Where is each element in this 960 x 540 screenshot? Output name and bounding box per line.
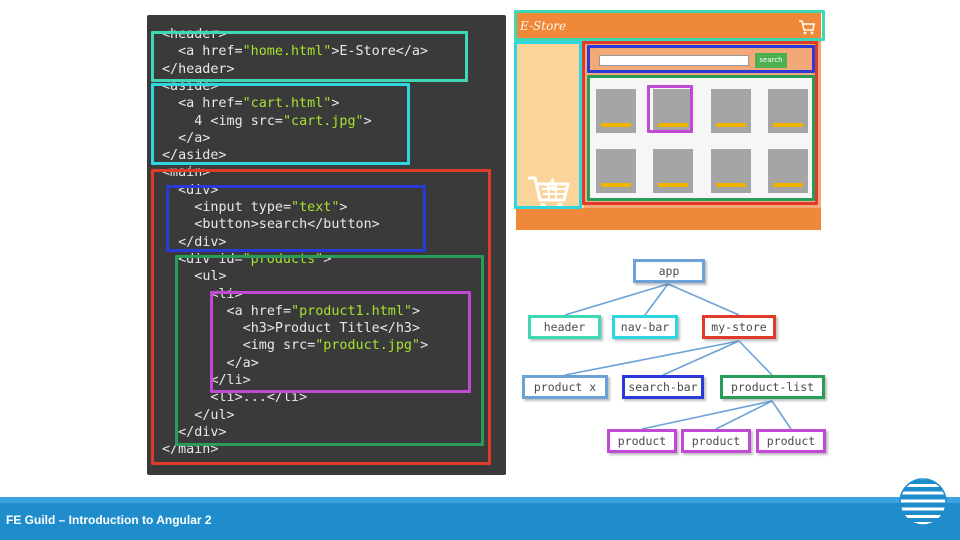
code-line: <a href="cart.html">: [178, 95, 339, 112]
storefront-mockup: E-Store 4 search: [514, 10, 825, 230]
tree-node-nav-bar: nav-bar: [612, 315, 678, 339]
store-aside-highlight: [514, 41, 582, 209]
code-line: </a>: [178, 130, 210, 147]
code-line: <a href="product1.html">: [227, 303, 421, 320]
code-line: <button>search</button>: [194, 216, 379, 233]
product-title-bar: [716, 183, 746, 187]
store-footer: [516, 208, 821, 230]
main-highlight: [151, 169, 491, 465]
code-token: <li>...</li>: [210, 390, 308, 406]
tree-node-product: product: [607, 429, 677, 453]
code-line: <h3>Product Title</h3>: [243, 320, 420, 337]
products-div-highlight: [175, 255, 484, 446]
footer-title: FE Guild – Introduction to Angular 2: [6, 513, 212, 527]
code-line: <input type="text">: [194, 199, 347, 216]
tree-node-product-list: product-list: [720, 375, 825, 399]
code-token: <a href=: [226, 303, 292, 319]
code-token: <h3>Product Title</h3>: [242, 321, 421, 337]
code-token: <li>: [210, 286, 243, 302]
code-token: >: [339, 200, 348, 215]
code-token: </a>: [178, 130, 211, 146]
code-token: >: [420, 338, 429, 354]
cart-icon-small: [799, 20, 815, 35]
cart-count: 4: [546, 176, 557, 196]
code-line: <img src="product.jpg">: [243, 337, 428, 354]
tree-node-app: app: [633, 259, 705, 283]
store-header-highlight: [514, 10, 825, 41]
product-title-bar: [716, 123, 746, 127]
code-line: </a>: [227, 355, 259, 372]
code-string: "home.html": [242, 44, 332, 60]
code-token: 4 <img src=: [194, 113, 283, 129]
att-globe-logo: [899, 478, 947, 526]
store-header: E-Store: [516, 13, 821, 42]
aside-highlight: [151, 83, 410, 165]
code-token: <a href=: [178, 44, 243, 60]
code-line: </aside>: [162, 147, 227, 164]
code-token: <input type=: [194, 200, 292, 215]
code-line: </header>: [162, 61, 235, 78]
code-line: <aside>: [162, 78, 218, 95]
search-div-highlight: [166, 185, 426, 252]
store-main-highlight: [582, 41, 818, 205]
tree-node-my-store: my-store: [702, 315, 776, 339]
footer-bar: FE Guild – Introduction to Angular 2: [0, 497, 960, 540]
product-title-bar: [658, 123, 688, 127]
code-panel: <header><a href="home.html">E-Store</a><…: [147, 15, 506, 475]
tree-node-product: product: [756, 429, 826, 453]
code-token: </li>: [210, 373, 251, 388]
code-string: "product1.html": [291, 303, 412, 319]
code-token: >: [363, 113, 372, 129]
code-line: </ul>: [194, 407, 234, 424]
product-title-bar: [658, 183, 688, 187]
store-products-highlight: [587, 75, 815, 201]
code-token: </div>: [178, 234, 227, 250]
store-search-highlight: [587, 45, 815, 73]
product-title-bar: [601, 183, 631, 187]
code-line: <a href="home.html">E-Store</a>: [178, 43, 428, 60]
code-token: </a>: [226, 355, 259, 371]
code-string: "product.jpg": [315, 338, 421, 354]
code-token: </div>: [178, 424, 227, 440]
code-token: </ul>: [194, 407, 235, 423]
store-product-highlight: [647, 85, 693, 133]
code-line: <li>: [210, 286, 242, 303]
product-title-bar: [601, 123, 631, 127]
code-token: </header>: [162, 61, 235, 77]
store-logo: E-Store: [520, 19, 567, 33]
search-button[interactable]: search: [755, 53, 787, 68]
code-string: "cart.jpg": [282, 113, 364, 129]
code-token: >: [411, 303, 421, 319]
code-token: <button>search</button>: [194, 217, 380, 233]
code-line: <header>: [162, 26, 227, 43]
code-token: <a href=: [178, 96, 243, 112]
code-string: "cart.html": [242, 96, 332, 112]
code-token: <img src=: [242, 338, 316, 354]
code-line: <li>...</li>: [210, 389, 307, 406]
products-area: [590, 77, 814, 201]
code-token: </aside>: [162, 148, 227, 164]
tree-node-product: product: [681, 429, 751, 453]
product-title-bar: [773, 183, 803, 187]
code-line: </div>: [178, 424, 226, 441]
search-input[interactable]: [599, 55, 749, 66]
code-line: </div>: [178, 234, 226, 251]
code-token: <ul>: [194, 269, 227, 285]
product-li-highlight: [210, 291, 471, 393]
tree-node-search-bar: search-bar: [622, 375, 704, 399]
code-line: 4 <img src="cart.jpg">: [194, 113, 371, 130]
code-string: "text": [291, 200, 340, 215]
code-line: </li>: [210, 372, 250, 389]
code-token: <header>: [162, 27, 227, 42]
tree-node-header: header: [528, 315, 601, 339]
header-highlight: [151, 31, 468, 82]
code-token: >: [331, 96, 340, 112]
code-token: >: [323, 251, 332, 267]
product-title-bar: [773, 123, 803, 127]
code-token: <aside>: [162, 78, 219, 94]
code-token: >E-Store</a>: [331, 44, 429, 60]
tree-node-product-x: product x: [522, 375, 608, 399]
code-line: <ul>: [194, 268, 226, 285]
store-aside: 4: [516, 42, 584, 220]
